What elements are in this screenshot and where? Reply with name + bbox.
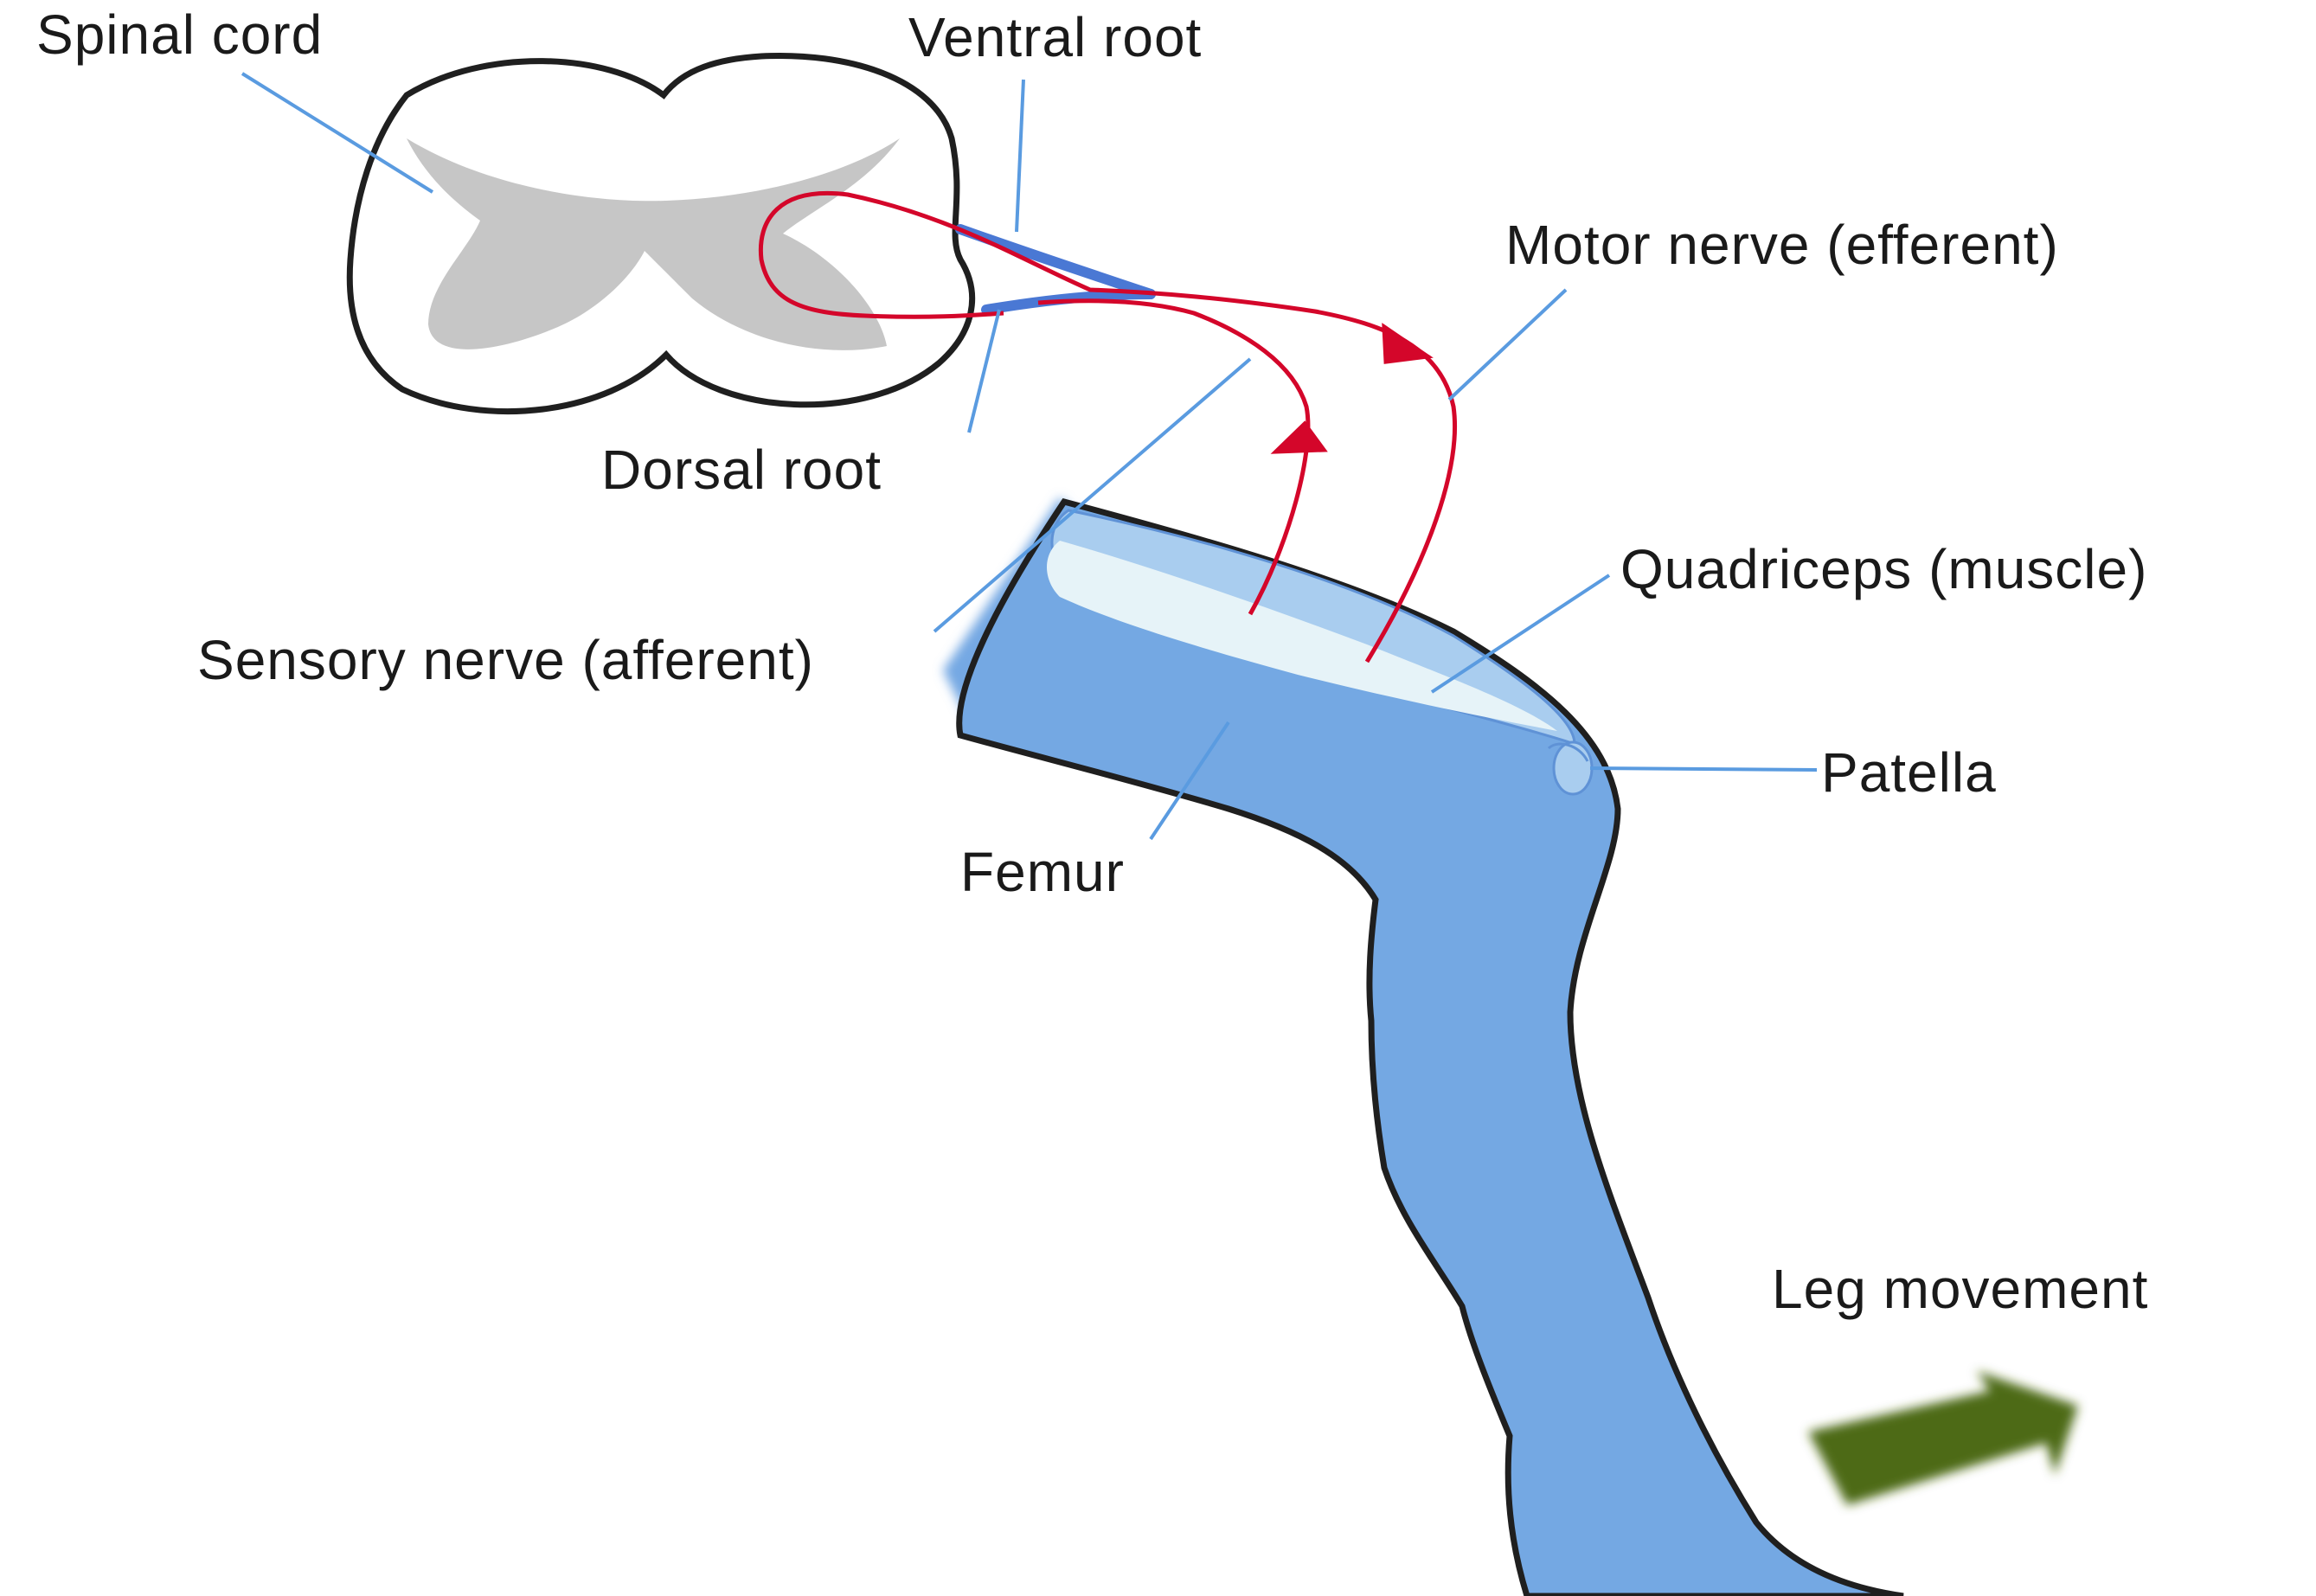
leader-dorsal-root	[967, 309, 1001, 433]
motor-nerve-arrowhead	[1382, 323, 1434, 364]
grey-matter	[407, 138, 900, 350]
label-leg-movement: Leg movement	[1772, 1258, 2148, 1320]
leader-spinal-cord	[241, 72, 434, 194]
label-motor-nerve: Motor nerve (efferent)	[1505, 214, 2059, 276]
label-ventral-root: Ventral root	[908, 6, 1202, 68]
label-femur: Femur	[960, 841, 1125, 903]
spinal-cord-section	[346, 52, 976, 415]
label-patella: Patella	[1821, 741, 1997, 804]
label-quadriceps: Quadriceps (muscle)	[1620, 538, 2147, 600]
label-spinal-cord: Spinal cord	[36, 3, 323, 66]
leader-quadriceps	[1430, 574, 1611, 694]
sensory-nerve-arrowhead	[1270, 420, 1328, 454]
leg-movement-arrow	[1808, 1371, 2078, 1505]
leader-motor-nerve	[1447, 288, 1568, 401]
leader-lines	[241, 72, 1818, 841]
leg	[943, 497, 1904, 1596]
leader-patella	[1589, 766, 1818, 772]
patella-tendon	[1547, 742, 1589, 762]
ventral-root-fiber	[955, 224, 1156, 299]
leader-ventral-root	[1015, 79, 1025, 233]
leader-sensory-nerve	[933, 357, 1252, 633]
dorsal-root-fiber	[981, 289, 1156, 315]
label-dorsal-root: Dorsal root	[601, 439, 882, 501]
label-sensory-nerve: Sensory nerve (afferent)	[197, 629, 814, 691]
leader-femur	[1149, 721, 1230, 841]
patella-bone	[1552, 740, 1594, 796]
labels: Spinal cord Ventral root Motor nerve (ef…	[36, 3, 2148, 1320]
leg-shape	[956, 497, 1904, 1596]
leg-movement-arrow-group	[1808, 1371, 2078, 1505]
sensory-nerve-path	[1037, 298, 1311, 616]
motor-nerve-path	[758, 191, 1458, 663]
quadriceps-inner	[1047, 541, 1557, 731]
nerve-paths	[758, 191, 1458, 663]
